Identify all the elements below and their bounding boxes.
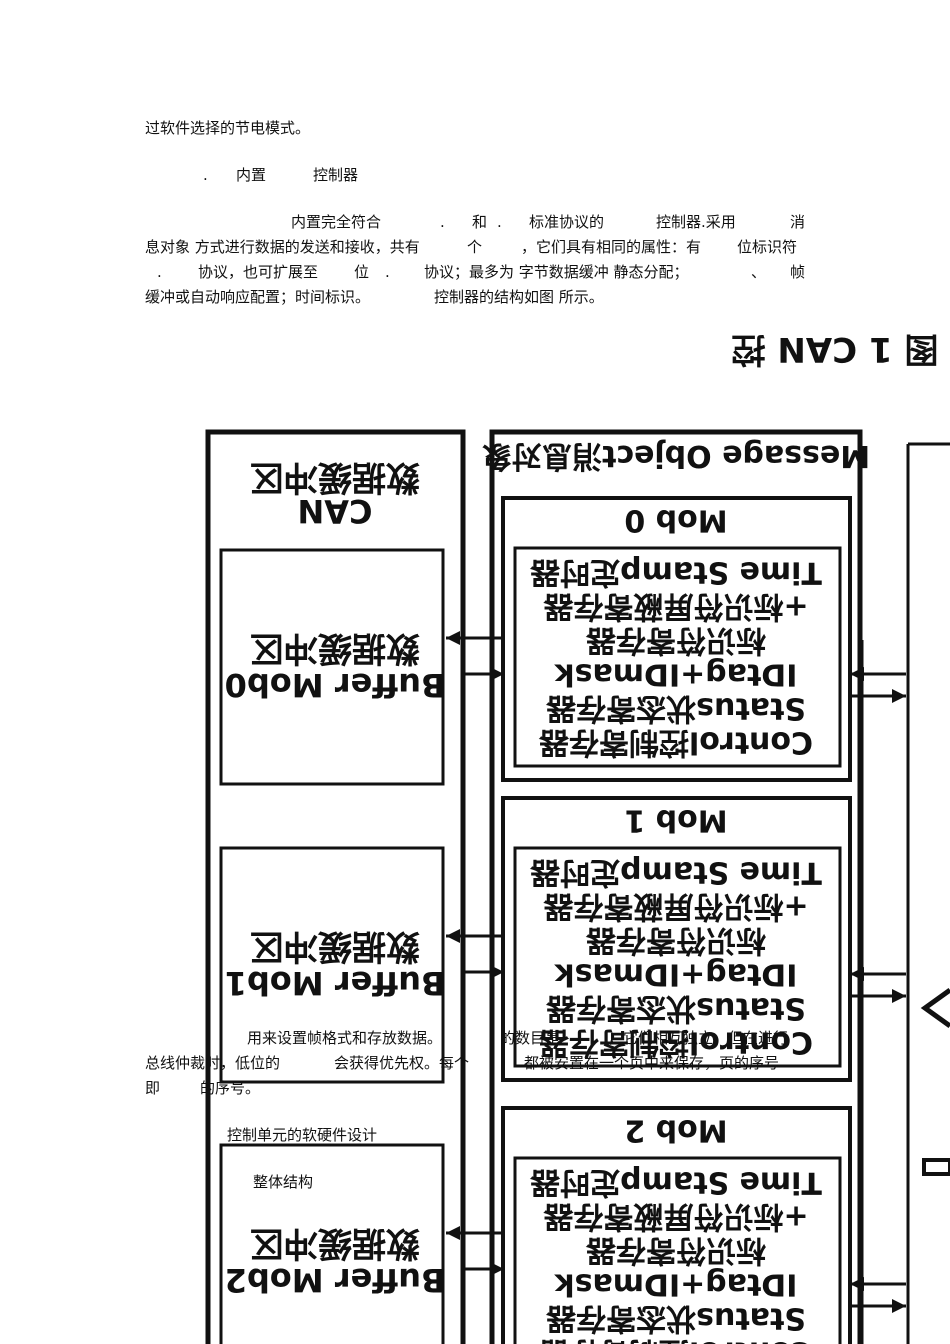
register-label: Status状态寄存器 <box>545 691 806 726</box>
arrow-head <box>850 667 864 681</box>
arrow-head <box>446 631 460 645</box>
paragraph-text: 标准协议的 <box>529 213 605 231</box>
arrow-head <box>850 967 864 981</box>
register-label: +标识符屏蔽寄存器 <box>542 589 808 624</box>
mob-title: Mob 1 <box>624 803 727 838</box>
arrow-head <box>892 1299 906 1313</box>
subsection-heading: 整体结构 <box>253 1173 314 1191</box>
arrow-head <box>490 965 504 979</box>
register-label: Time Stamp定时器 <box>529 855 822 890</box>
buffer-column-title: 数据缓冲区 <box>250 457 420 497</box>
buffer-box <box>219 1143 445 1344</box>
paragraph-text: 用来设置帧格式和存放数据。 <box>247 1029 443 1047</box>
arrow-head <box>446 1226 460 1240</box>
heading-dot: . <box>203 166 208 184</box>
buffer-column <box>205 429 466 1344</box>
paragraph-text: 控制器.采用 <box>656 213 736 231</box>
arrow-head <box>490 1262 504 1276</box>
register-label: 标识符寄存器 <box>585 923 766 958</box>
bus-arrow <box>920 987 950 1029</box>
buffer-label-cn: 数据缓冲区 <box>250 1223 420 1263</box>
message-object-title: Message Object消息对象 <box>482 438 870 473</box>
arrow-head <box>490 667 504 681</box>
register-label: IDtag+IDmask <box>554 1267 798 1302</box>
paragraph-text: . <box>497 213 502 231</box>
figure-caption: 图 1 CAN 控 <box>732 329 939 369</box>
arrow-head <box>892 989 906 1003</box>
mob-box <box>501 796 852 1082</box>
buffer-box <box>219 548 445 786</box>
paragraph-text: 缓冲或自动响应配置；时间标识。 <box>145 288 371 306</box>
paragraph-text: 协议，也可扩展至 <box>198 263 319 281</box>
register-label: Control控制寄存器 <box>538 1025 813 1060</box>
arrow-head <box>446 929 460 943</box>
paragraph-text: 过软件选择的节电模式。 <box>145 119 311 137</box>
register-label: Time Stamp定时器 <box>529 555 822 590</box>
paragraph-text: 即 <box>145 1079 161 1097</box>
register-box <box>513 846 842 1068</box>
paragraph-text: 总线仲裁时，低位的 <box>145 1054 281 1072</box>
paragraph-text: 个 <box>467 238 483 256</box>
buffer-label-cn: 数据缓冲区 <box>250 926 420 966</box>
paragraph-text: 内置完全符合 <box>291 213 382 231</box>
buffer-label-cn: 数据缓冲区 <box>250 628 420 668</box>
can-label: CAN <box>297 492 372 530</box>
paragraph-text: ，它们具有相同的属性：有 <box>521 238 702 256</box>
register-label: 标识符寄存器 <box>585 623 766 658</box>
register-label: Status状态寄存器 <box>545 991 806 1026</box>
section-heading: 控制单元的软硬件设计 <box>227 1126 378 1144</box>
register-box <box>513 1156 842 1344</box>
heading-text: 内置 <box>236 166 267 184</box>
paragraph-text: 和 <box>472 213 488 231</box>
paragraph-text: 的序号。 <box>200 1079 261 1097</box>
paragraph-text: 帧 <box>790 263 806 281</box>
buffer-box <box>219 846 445 1084</box>
register-label: IDtag+IDmask <box>554 957 798 992</box>
paragraph-text: 消 <box>790 213 806 231</box>
arrow-head <box>892 689 906 703</box>
register-label: 标识符寄存器 <box>585 1233 766 1268</box>
mob-box <box>501 1106 852 1344</box>
paragraph-text: 的数目是 <box>500 1029 561 1047</box>
register-label: Control控制寄存器 <box>538 1335 813 1344</box>
paragraph-text: . <box>385 263 390 281</box>
buffer-label-en: Buffer Mob1 <box>225 964 446 1002</box>
paragraph-text: . <box>157 263 162 281</box>
mob-title: Mob 0 <box>624 503 727 538</box>
buffer-label-en: Buffer Mob0 <box>225 666 446 704</box>
register-label: +标识符屏蔽寄存器 <box>542 1199 808 1234</box>
paragraph-text: . <box>440 213 445 231</box>
register-label: Status状态寄存器 <box>545 1301 806 1336</box>
paragraph-text: 位 <box>354 263 370 281</box>
register-box <box>513 546 842 768</box>
paragraph-text: 位标识符 <box>737 238 798 256</box>
buffer-label-en: Buffer Mob2 <box>225 1261 446 1299</box>
heading-text: 控制器 <box>313 166 359 184</box>
message-object-column <box>489 429 863 1344</box>
paragraph-text: 、 <box>751 263 767 281</box>
register-label: Control控制寄存器 <box>538 725 813 760</box>
register-label: Time Stamp定时器 <box>529 1165 822 1200</box>
paragraph-text: 息对象 方式进行数据的发送和接收，共有 <box>145 238 420 256</box>
mob-title: Mob 2 <box>624 1113 727 1148</box>
register-label: +标识符屏蔽寄存器 <box>542 889 808 924</box>
paragraph-text: 都被安置在一个页中来保存，页的序号 <box>524 1054 780 1072</box>
paragraph-text: 控制器的结构如图 所示。 <box>434 288 604 306</box>
paragraph-text: 协议；最多为 字节数据缓冲 静态分配； <box>424 263 689 281</box>
arrow-head <box>850 1277 864 1291</box>
paragraph-text: ，它们相互独立，但在进行 <box>608 1029 789 1047</box>
bus-marker <box>922 1158 950 1176</box>
register-label: IDtag+IDmask <box>554 657 798 692</box>
paragraph-text: 会获得优先权。每个 <box>334 1054 470 1072</box>
